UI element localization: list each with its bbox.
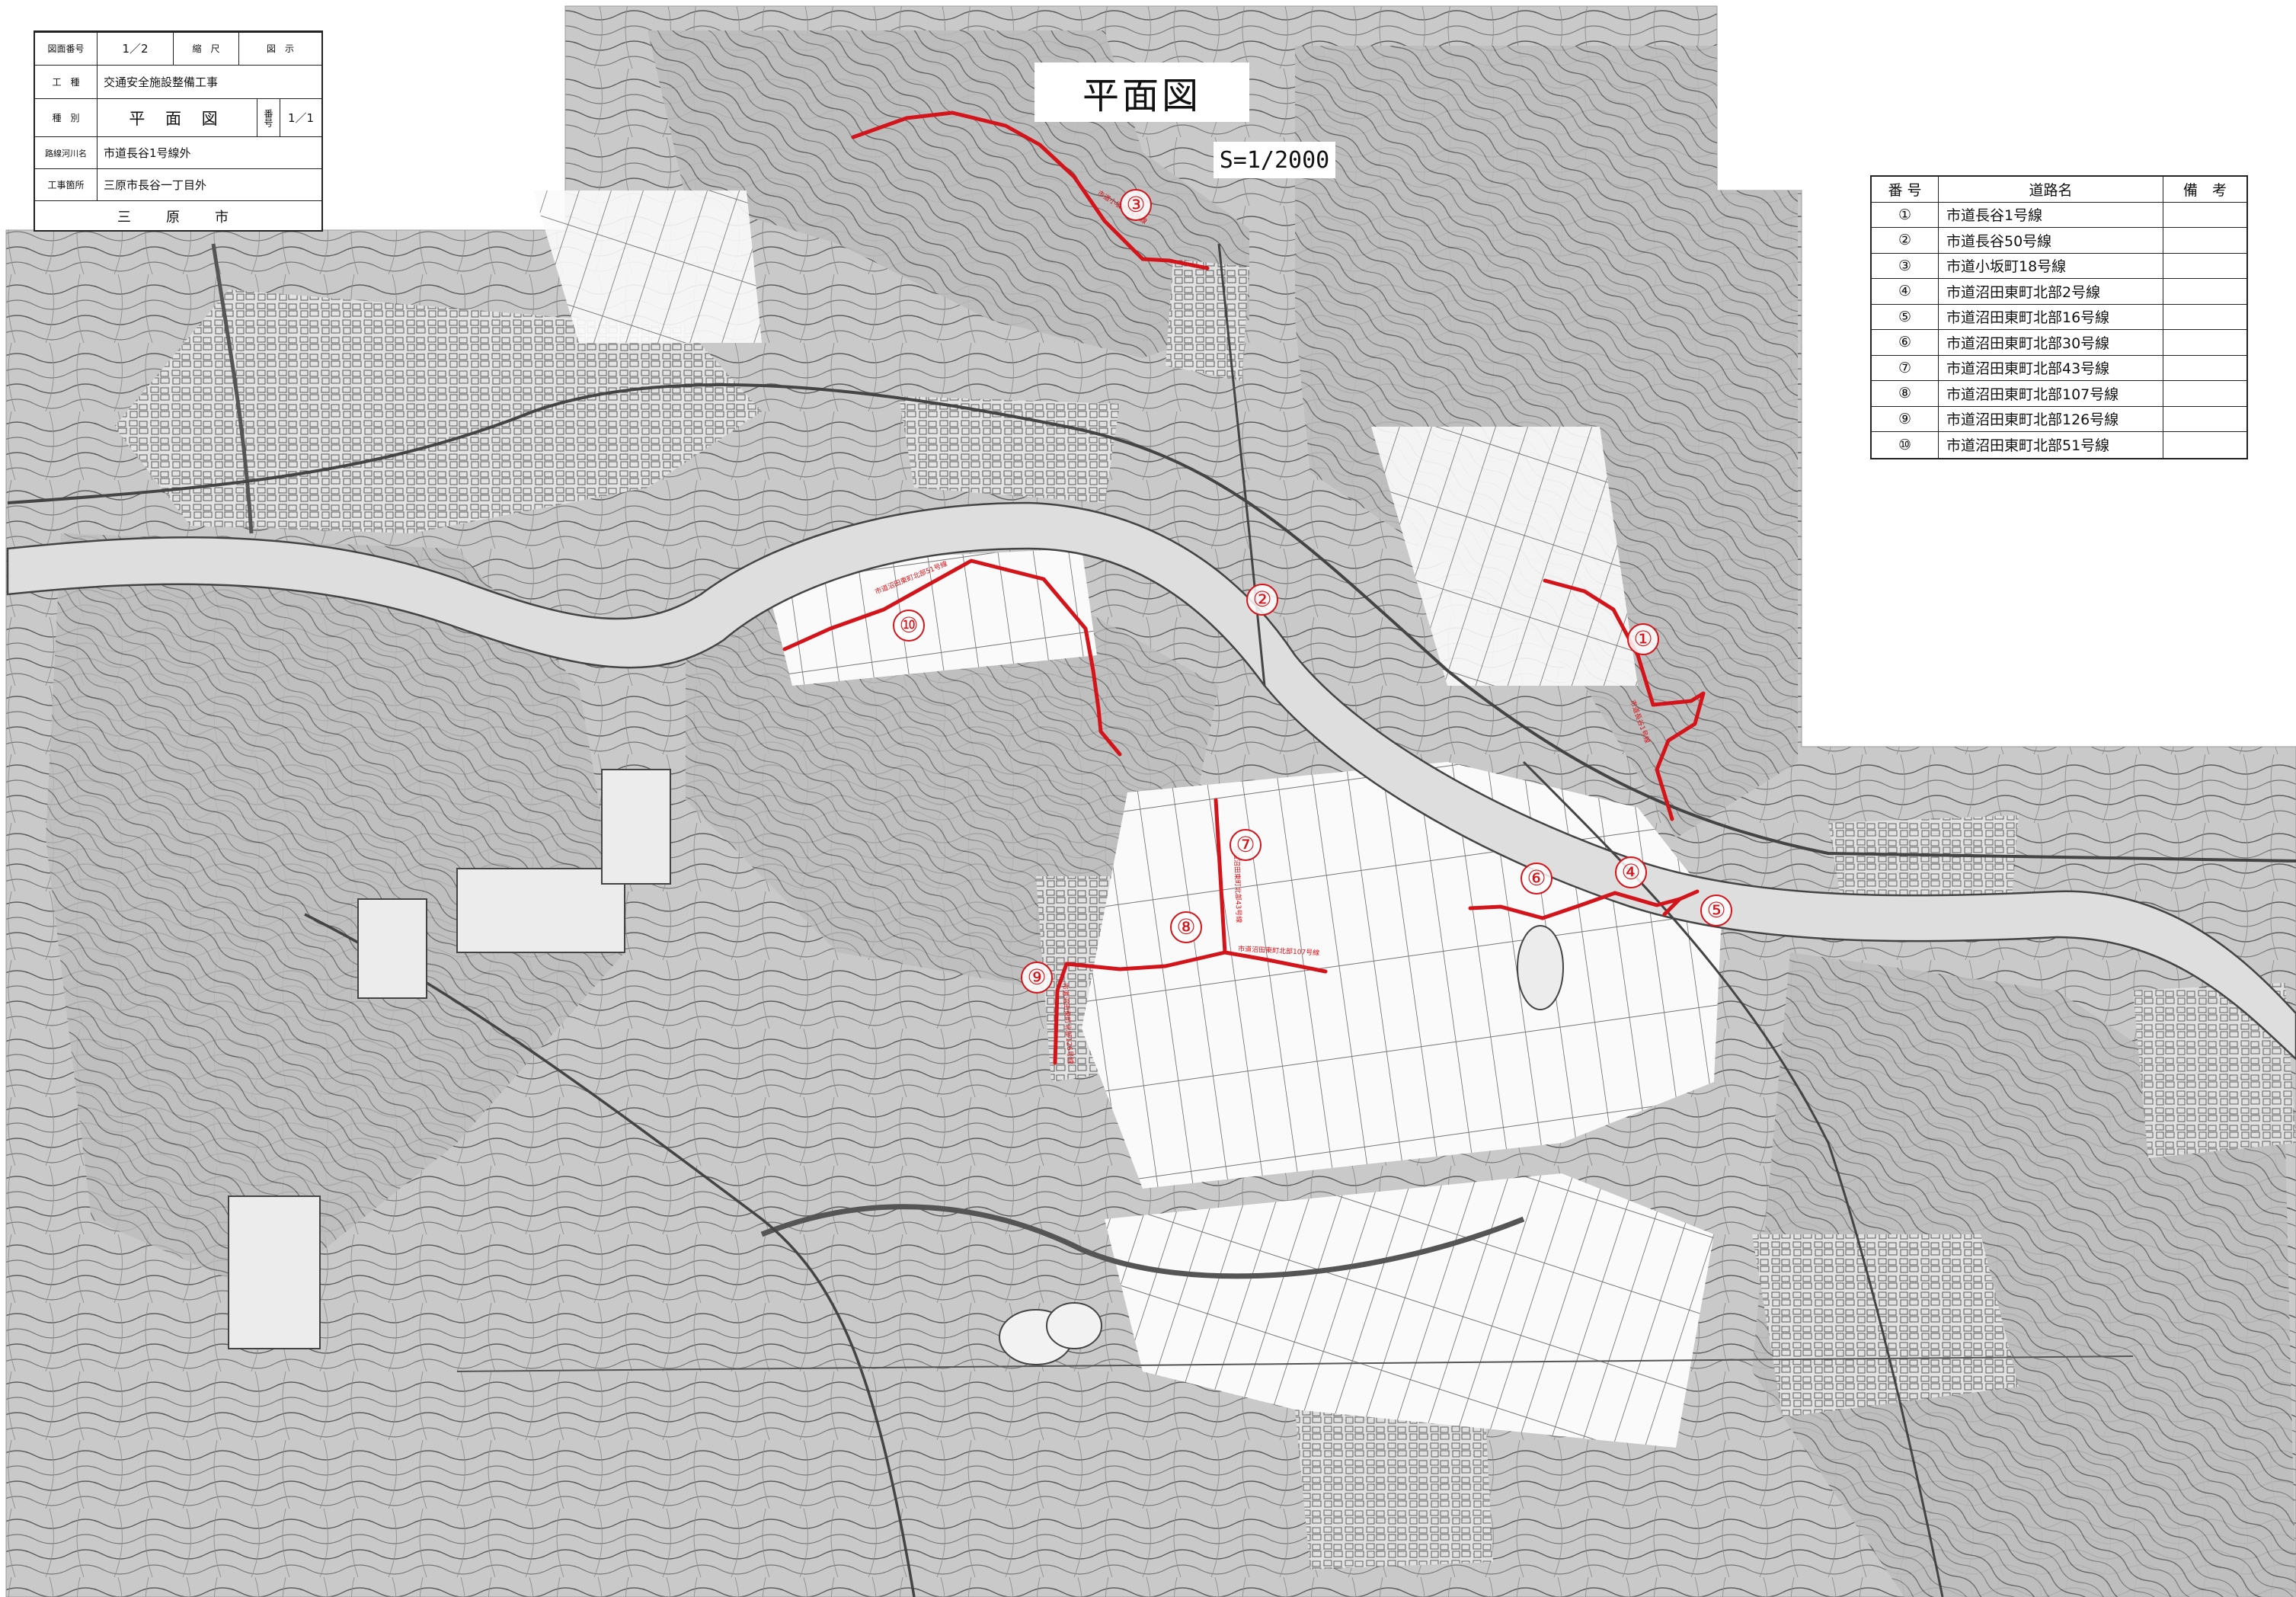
legend-road-name: 市道沼田東町北部30号線 — [1939, 330, 2163, 355]
drawing-no-label: 図面番号 — [35, 32, 98, 65]
legend-row: ⑧ 市道沼田東町北部107号線 — [1872, 381, 2246, 407]
legend-row: ② 市道長谷50号線 — [1872, 228, 2246, 254]
route-marker-9[interactable]: ⑨ — [1021, 962, 1053, 994]
map-scale: S=1/2000 — [1214, 142, 1335, 178]
route-marker-3[interactable]: ③ — [1120, 189, 1152, 221]
legend-road-name: 市道小坂町18号線 — [1939, 253, 2163, 278]
work-name-label: 工 種 — [35, 66, 98, 98]
legend-number: ⑤ — [1872, 304, 1939, 329]
route-label: 路線河川名 — [35, 137, 98, 168]
location-label: 工事箇所 — [35, 169, 98, 200]
legend-number: ⑧ — [1872, 381, 1939, 406]
drawing-no-value: 1／2 — [98, 32, 174, 65]
legend-remarks — [2163, 228, 2246, 253]
legend-row: ⑩ 市道沼田東町北部51号線 — [1872, 432, 2246, 458]
scale-value: 図 示 — [266, 43, 294, 54]
legend-row: ⑥ 市道沼田東町北部30号線 — [1872, 330, 2246, 356]
location-value: 三原市長谷一丁目外 — [104, 178, 207, 192]
route-marker-5[interactable]: ⑤ — [1700, 895, 1732, 927]
legend-remarks — [2163, 254, 2246, 279]
route-marker-2[interactable]: ② — [1246, 584, 1278, 616]
legend-road-name: 市道沼田東町北部2号線 — [1939, 279, 2163, 304]
legend-number: ⑨ — [1872, 406, 1939, 431]
legend-header-remarks: 備 考 — [2182, 181, 2227, 199]
title-row-type: 種 別 平 面 図 番号 1／1 — [35, 99, 321, 137]
legend-road-name: 市道沼田東町北部107号線 — [1939, 381, 2163, 406]
legend-road-name: 市道沼田東町北部51号線 — [1939, 432, 2163, 458]
legend-number: ⑥ — [1872, 330, 1939, 355]
route-value: 市道長谷1号線外 — [104, 146, 191, 160]
route-marker-7[interactable]: ⑦ — [1230, 829, 1262, 861]
legend-remarks — [2163, 432, 2246, 458]
legend-row: ③ 市道小坂町18号線 — [1872, 253, 2246, 279]
sheet-value: 1／1 — [287, 111, 315, 125]
sheet-label: 番号 — [257, 99, 280, 136]
legend-row: ⑤ 市道沼田東町北部16号線 — [1872, 304, 2246, 330]
title-row-location: 工事箇所 三原市長谷一丁目外 — [35, 169, 321, 201]
title-row-drawing-no: 図面番号 1／2 縮 尺 図 示 — [35, 32, 321, 66]
legend-header-number: 番 号 — [1872, 177, 1939, 202]
legend-number: ③ — [1872, 253, 1939, 278]
work-name-value: 交通安全施設整備工事 — [104, 75, 219, 89]
title-row-client: 三 原 市 — [35, 201, 321, 232]
svg-text:市道沼田東町北部43号線: 市道沼田東町北部43号線 — [1232, 846, 1244, 923]
legend-number: ② — [1872, 228, 1939, 253]
route-marker-4[interactable]: ④ — [1615, 856, 1647, 888]
legend-number: ⑦ — [1872, 355, 1939, 380]
legend-row: ① 市道長谷1号線 — [1872, 202, 2246, 228]
legend-road-name: 市道沼田東町北部126号線 — [1939, 406, 2163, 431]
route-marker-8[interactable]: ⑧ — [1170, 911, 1202, 943]
title-row-work: 工 種 交通安全施設整備工事 — [35, 66, 321, 99]
type-value: 平 面 図 — [98, 99, 257, 136]
route-marker-10[interactable]: ⑩ — [893, 610, 925, 642]
legend-header-road-name: 道路名 — [1939, 177, 2163, 202]
legend-number: ④ — [1872, 279, 1939, 304]
type-label: 種 別 — [35, 99, 98, 136]
legend-road-name: 市道長谷1号線 — [1939, 202, 2163, 227]
legend-remarks — [2163, 203, 2246, 228]
legend-remarks — [2163, 407, 2246, 432]
title-block: 図面番号 1／2 縮 尺 図 示 工 種 交通安全施設整備工事 種 別 平 面 … — [34, 30, 323, 232]
legend-remarks — [2163, 381, 2246, 406]
scale-label: 縮 尺 — [174, 32, 239, 65]
legend-road-name: 市道沼田東町北部16号線 — [1939, 304, 2163, 329]
legend-row: ⑨ 市道沼田東町北部126号線 — [1872, 406, 2246, 432]
client-name: 三 原 市 — [117, 210, 239, 226]
legend-number: ⑩ — [1872, 432, 1939, 458]
legend-remarks — [2163, 330, 2246, 355]
legend-number: ① — [1872, 202, 1939, 227]
route-marker-6[interactable]: ⑥ — [1521, 863, 1553, 895]
legend-remarks — [2163, 305, 2246, 330]
road-legend: 番 号 道路名 備 考 ① 市道長谷1号線 ② 市道長谷50号線 ③ 市道小坂町… — [1870, 175, 2248, 459]
legend-remarks — [2163, 356, 2246, 381]
legend-road-name: 市道長谷50号線 — [1939, 228, 2163, 253]
legend-row: ④ 市道沼田東町北部2号線 — [1872, 279, 2246, 305]
title-row-route: 路線河川名 市道長谷1号線外 — [35, 137, 321, 169]
plan-title: 平面図 — [1034, 62, 1249, 122]
legend-row: ⑦ 市道沼田東町北部43号線 — [1872, 355, 2246, 381]
route-marker-1[interactable]: ① — [1627, 623, 1659, 655]
legend-road-name: 市道沼田東町北部43号線 — [1939, 355, 2163, 380]
legend-header: 番 号 道路名 備 考 — [1872, 177, 2246, 203]
legend-remarks — [2163, 279, 2246, 304]
